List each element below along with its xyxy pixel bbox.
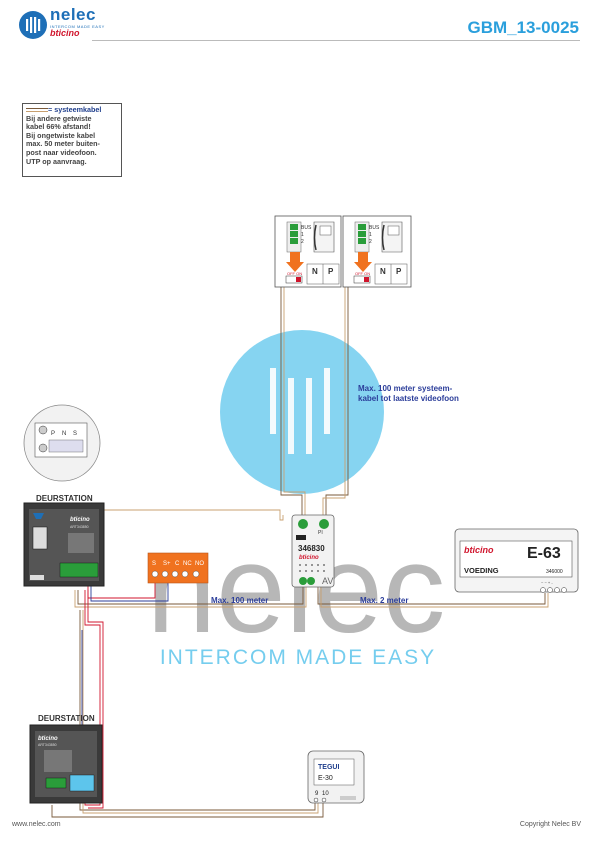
- vp1-terminal-bus: BUS: [301, 225, 312, 231]
- system-cable-swatch: [26, 108, 48, 113]
- logo-tagline: INTERCOM MADE EASY: [50, 24, 105, 29]
- max-100-label: Max. 100 meter: [211, 596, 269, 605]
- interface-code: 346830: [298, 544, 325, 553]
- videophone-2: BUS 1 2 OFF ON N P: [342, 215, 412, 288]
- legend-line: post naar videofoon.: [26, 147, 97, 157]
- psu-brand: bticino: [464, 545, 494, 555]
- vp2-terminal-1: 1: [369, 232, 372, 238]
- detail-terminal-s: S: [73, 431, 77, 437]
- vp1-jumper-n: N: [312, 267, 318, 276]
- vp1-switch-label: OFF ON: [287, 271, 302, 276]
- legend-line: kabel 66% afstand!: [26, 122, 91, 132]
- vp2-jumper-p: P: [396, 267, 402, 276]
- door-station-upper: bticino ART343850: [23, 502, 105, 587]
- door-wires: [81, 578, 169, 809]
- psu-code: 346000: [546, 569, 563, 575]
- psu-name: VOEDING: [464, 566, 499, 575]
- door-station-lower: bticino ART343850: [29, 724, 103, 804]
- header-divider: [92, 40, 580, 41]
- vp2-terminal-bus: BUS: [369, 225, 380, 231]
- vp2-switch-label: OFF ON: [355, 271, 370, 276]
- chime-e30: TEGUI E-30 9 10: [307, 750, 365, 804]
- interface-side-label: AV: [322, 576, 333, 586]
- vp1-jumper-p: P: [328, 267, 334, 276]
- vp2-arrow-icon: [354, 252, 372, 272]
- chime-brand: TEGUI: [318, 764, 339, 771]
- cable-length-note-line: Max. 100 meter systeem-: [358, 384, 453, 393]
- interface-brand: bticino: [299, 555, 319, 561]
- relay-terminal-no: NO: [195, 561, 204, 567]
- ds1-article: ART343850: [70, 525, 89, 529]
- door-station-lower-label: DEURSTATION: [38, 714, 95, 723]
- legend-line: Bij andere getwiste: [26, 113, 92, 123]
- legend-line: max. 50 meter buiten-: [26, 139, 100, 149]
- chime-model: E-30: [318, 775, 333, 782]
- videophone-1: BUS 1 2 OFF ON N P: [274, 215, 342, 288]
- legend-box: = systeemkabel Bij andere getwiste kabel…: [22, 103, 122, 177]
- relay-terminal-splus: S+: [163, 561, 171, 567]
- logo-icon: [19, 11, 47, 39]
- vp1-terminal-1: 1: [301, 232, 304, 238]
- detail-terminal-p: P: [51, 431, 55, 437]
- relay-terminal-c: C: [175, 561, 180, 567]
- footer-website: www.nelec.com: [12, 821, 61, 828]
- legend-line: Bij ongetwiste kabel: [26, 130, 96, 140]
- vp1-terminal-2: 2: [301, 239, 304, 245]
- psu-terminals: ~ ~ + -: [541, 580, 553, 585]
- relay-terminal-nc: NC: [183, 561, 192, 567]
- vp2-jumper-n: N: [380, 267, 386, 276]
- nelec-logo: [18, 10, 48, 40]
- ds2-brand: bticino: [38, 736, 58, 742]
- ds2-article: ART343850: [38, 743, 57, 747]
- power-supply-e63: bticino E-63 VOEDING 346000 ~ ~ + -: [454, 528, 579, 593]
- watermark: nelec INTERCOM MADE EASY: [147, 330, 445, 669]
- watermark-tagline: INTERCOM MADE EASY: [160, 646, 436, 669]
- logo-brand: bticino: [50, 28, 80, 38]
- door-station-upper-label: DEURSTATION: [36, 494, 93, 503]
- relay-terminal-s: S: [152, 561, 156, 567]
- relay-module: S S+ C NC NO: [147, 552, 209, 584]
- cable-length-note-line: kabel tot laatste videofoon: [358, 394, 459, 403]
- interface-346830: PI 346830 bticino AV: [291, 514, 335, 588]
- cable-length-note: Max. 100 meter systeem- kabel tot laatst…: [358, 384, 459, 404]
- chime-terminal-9: 9: [315, 791, 319, 797]
- detail-view: P N S: [23, 404, 101, 482]
- max-2-label: Max. 2 meter: [360, 596, 409, 605]
- document-code: GBM_13-0025: [467, 18, 579, 37]
- chime-terminal-10: 10: [322, 791, 329, 797]
- ds1-brand: bticino: [70, 517, 90, 523]
- interface-top-label: PI: [318, 530, 323, 536]
- footer-copyright: Copyright Nelec BV: [519, 821, 581, 828]
- detail-terminal-n: N: [62, 431, 66, 437]
- legend-line: UTP op aanvraag.: [26, 156, 87, 166]
- psu-model: E-63: [527, 545, 561, 562]
- legend-title-row: = systeemkabel: [26, 105, 118, 115]
- legend-title: = systeemkabel: [48, 105, 102, 114]
- vp1-arrow-icon: [286, 252, 304, 272]
- vp2-terminal-2: 2: [369, 239, 372, 245]
- logo-wordmark: nelec: [50, 5, 96, 24]
